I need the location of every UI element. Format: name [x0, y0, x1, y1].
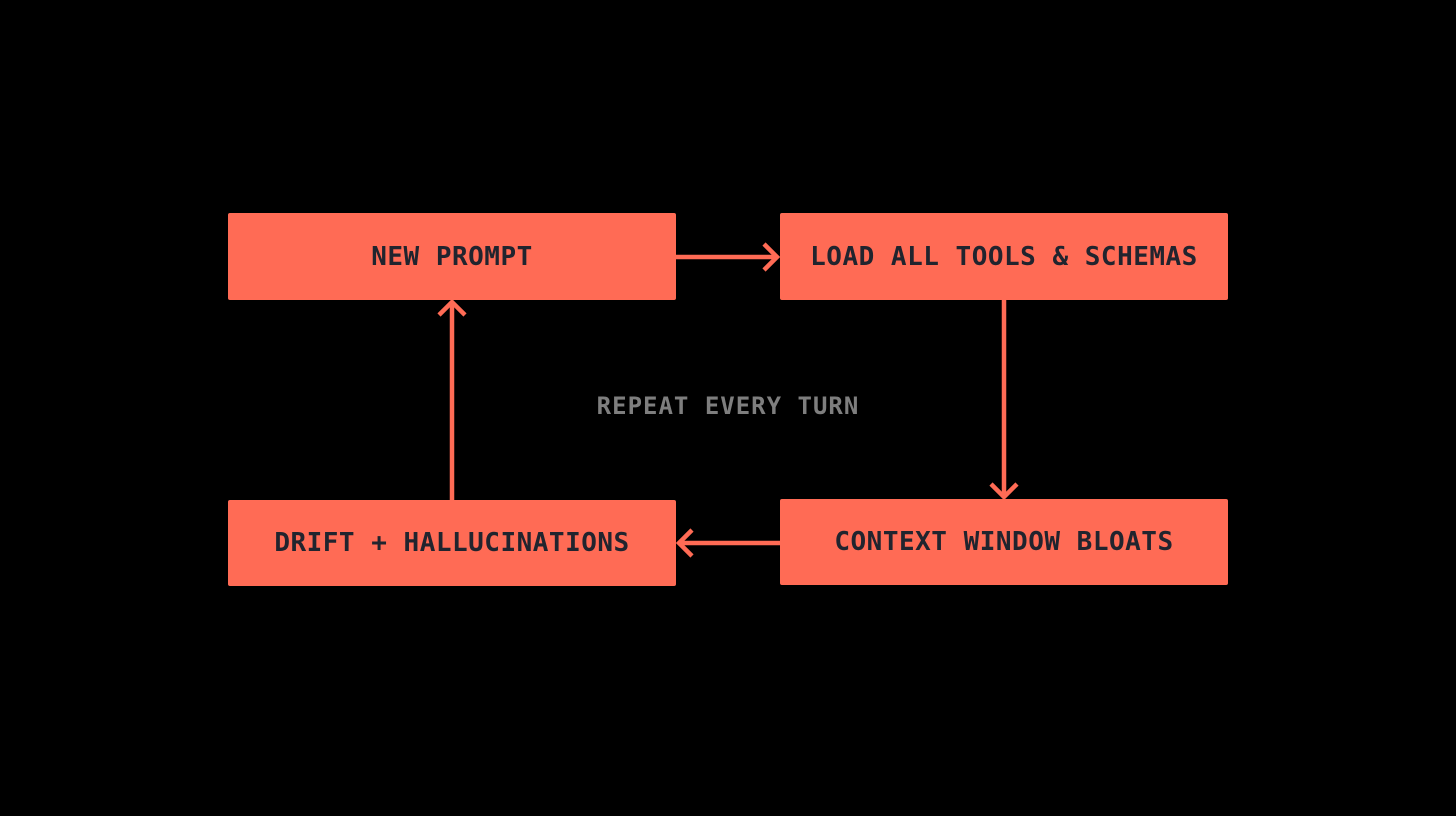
node-drift-hallucinations: DRIFT + HALLUCINATIONS — [228, 500, 676, 586]
node-load-tools-label: LOAD ALL TOOLS & SCHEMAS — [810, 241, 1198, 272]
repeat-every-turn-label: REPEAT EVERY TURN — [596, 392, 860, 420]
node-new-prompt: NEW PROMPT — [228, 213, 676, 300]
arrow-right-icon — [676, 242, 781, 272]
node-load-tools: LOAD ALL TOOLS & SCHEMAS — [780, 213, 1228, 300]
node-drift-hallucinations-label: DRIFT + HALLUCINATIONS — [274, 528, 630, 558]
node-context-bloats-label: CONTEXT WINDOW BLOATS — [834, 527, 1174, 557]
arrow-down-icon — [989, 299, 1019, 501]
arrow-up-icon — [437, 298, 467, 500]
arrow-left-icon — [675, 528, 780, 558]
node-context-bloats: CONTEXT WINDOW BLOATS — [780, 499, 1228, 585]
node-new-prompt-label: NEW PROMPT — [371, 241, 533, 272]
